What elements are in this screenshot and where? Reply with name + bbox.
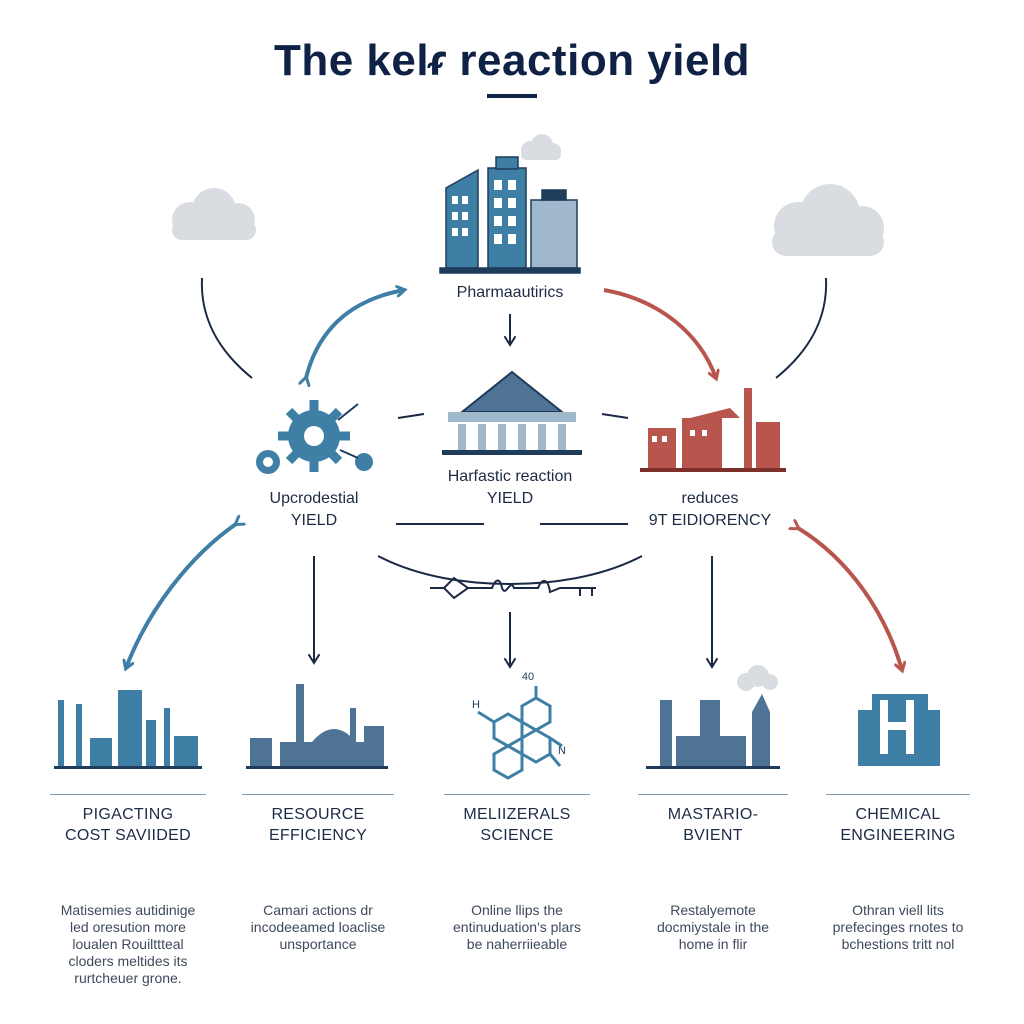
column-desc-line: entinuduation's plars (453, 919, 581, 935)
left-node-line1: Upcrodestial (269, 490, 359, 507)
right-node-line1: reduces (681, 490, 739, 507)
molecule-label-left: H (472, 699, 480, 711)
column-description: Online llips the entinuduation's plars b… (432, 902, 602, 953)
smoke-cloud-icon (737, 665, 778, 691)
column-title-line2: BVIENT (683, 827, 743, 844)
right-node-label: reduces 9T EIDIORENCY (620, 488, 800, 532)
left-node-line2: YIELD (290, 512, 338, 529)
center-node-line2: YIELD (486, 490, 534, 507)
molecule-icon (477, 686, 563, 780)
column-desc-line: Online llips the (471, 902, 563, 918)
center-node-line1: Harfastic reaction (447, 468, 573, 485)
column-title-line2: SCIENCE (480, 827, 554, 844)
column-title: CHEMICAL ENGINEERING (814, 804, 982, 846)
column-rule (826, 794, 970, 795)
column-rule (638, 794, 788, 795)
cloud-icon-left (172, 188, 256, 240)
right-node-line2: 9T EIDIORENCY (648, 512, 772, 529)
column-title-line1: MELIIZERALS (463, 806, 571, 823)
column-title-line2: COST SAVIIDED (64, 827, 191, 844)
column-title: PIGACTING COST SAVIIDED (40, 804, 216, 846)
molecule-label-top: 40 (521, 671, 535, 683)
gears-icon (256, 400, 373, 474)
column-title: MELIIZERALS SCIENCE (432, 804, 602, 846)
column-desc-line: docmiystale in the (656, 919, 770, 935)
column-description: Camari actions dr incodeeamed loaclise u… (232, 902, 404, 953)
cloud-icon-right (772, 184, 884, 256)
left-node-label: Upcrodestial YIELD (234, 488, 394, 532)
red-factory-icon (640, 388, 786, 472)
column-description: Restalyemote docmiystale in the home in … (628, 902, 798, 953)
column-desc-line: cloders meltides its (68, 953, 188, 969)
column-title-line1: CHEMICAL (855, 806, 941, 823)
civic-building-icon (246, 684, 388, 769)
smokestack-factory-icon (646, 694, 780, 769)
column-desc-line: home in flir (678, 936, 748, 952)
column-desc-line: prefecinges rnotes to (832, 919, 964, 935)
reaction-squiggle-icon (430, 576, 596, 600)
center-node-label: Harfastic reaction YIELD (420, 466, 600, 510)
factory-skyline-icon (54, 690, 202, 769)
title-underline (487, 94, 537, 98)
column-desc-line: led oresution more (70, 919, 186, 935)
column-desc-line: Camari actions dr (263, 902, 373, 918)
column-desc-line: unsportance (279, 936, 357, 952)
column-desc-line: bchestions tritt nol (841, 936, 955, 952)
column-title-line2: ENGINEERING (840, 827, 956, 844)
column-rule (242, 794, 394, 795)
column-desc-line: be naherriieable (466, 936, 568, 952)
column-title-line1: MASTARIO- (667, 806, 759, 823)
column-desc-line: rurtcheuer grone. (74, 970, 182, 986)
column-desc-line: Restalyemote (670, 902, 756, 918)
column-desc-line: Matisemies autidinige (60, 902, 196, 918)
cloud-icon-small (521, 134, 561, 160)
column-desc-line: incodeeamed loaclise (250, 919, 386, 935)
molecule-label-right: N (558, 745, 566, 757)
column-rule (444, 794, 590, 795)
chemical-plant-icon (858, 694, 940, 766)
column-title-line1: PIGACTING (82, 806, 174, 823)
center-building-icon (442, 370, 582, 455)
column-desc-line: loualen Rouilttteal (72, 936, 184, 952)
column-title-line1: RESOURCE (271, 806, 365, 823)
column-description: Othran viell lits prefecinges rnotes to … (814, 902, 982, 953)
column-rule (50, 794, 206, 795)
pharma-building-icon (439, 156, 581, 274)
top-node-label: Pharmaautirics (456, 284, 564, 301)
column-title: MASTARIO- BVIENT (628, 804, 798, 846)
column-desc-line: Othran viell lits (852, 902, 944, 918)
column-title-line2: EFFICIENCY (268, 827, 368, 844)
column-description: Matisemies autidinige led oresution more… (40, 902, 216, 987)
column-title: RESOURCE EFFICIENCY (232, 804, 404, 846)
page-title: The kelᵳ reaction yield (273, 36, 751, 85)
